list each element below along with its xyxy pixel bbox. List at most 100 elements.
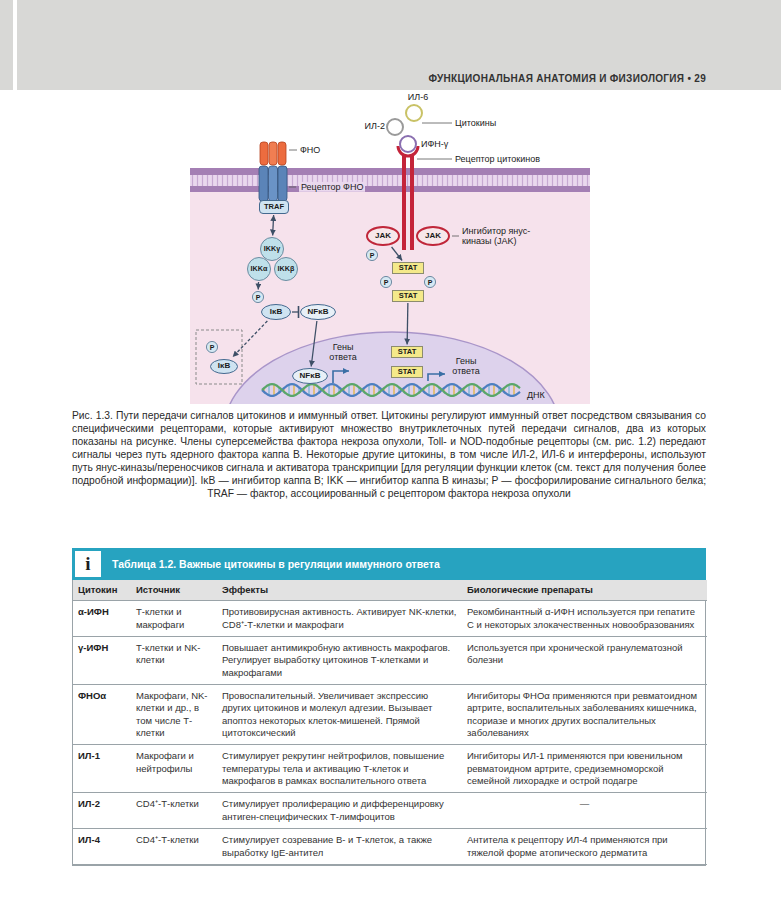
- leader-line: [289, 150, 297, 151]
- signal-arrow: [258, 282, 260, 290]
- signal-arrow: [292, 311, 299, 312]
- degradation-box: [196, 330, 242, 384]
- cytokine-label: ИФН-γ: [421, 139, 448, 149]
- table-cell: Повышает антимикробную активность макроф…: [217, 637, 462, 685]
- table-cell: Используется при хронической гранулемато…: [462, 637, 707, 685]
- node-label: STAT: [399, 292, 417, 300]
- table-cell: Макрофаги, NK-клетки и др., в том числе …: [131, 685, 217, 745]
- node-label: NFκB: [300, 372, 321, 380]
- receptor-chain: [259, 166, 268, 201]
- node-label: TRAF: [264, 203, 284, 211]
- tnf-ligand: [269, 142, 277, 165]
- tnf-ligand: [278, 142, 286, 165]
- dna-rung: [373, 384, 374, 395]
- cytokine-receptor: [398, 146, 418, 250]
- jak-ellipse: JAK: [416, 226, 450, 246]
- gene-label: Гены ответа: [449, 356, 483, 377]
- phospho-circle: P: [366, 249, 378, 261]
- node-outline-shape: [248, 258, 271, 281]
- node-outline-shape: [380, 276, 391, 287]
- dna-rung: [493, 384, 494, 395]
- node-label: P: [256, 294, 261, 301]
- receptor-chain: [402, 154, 406, 250]
- node-label: IKKβ: [278, 265, 295, 272]
- table-cell: ИЛ-4: [73, 829, 131, 865]
- node-outline-shape: [252, 291, 263, 302]
- phospho-circle: P: [206, 341, 218, 353]
- node-outline-shape: [366, 249, 377, 260]
- node-label: P: [210, 344, 215, 351]
- node-label: STAT: [398, 348, 416, 356]
- node-outline-shape: [424, 276, 435, 287]
- dna-rung: [288, 385, 289, 396]
- dna-strand: [262, 384, 520, 396]
- dna-rung: [348, 385, 349, 396]
- dna-rung: [328, 385, 329, 396]
- info-icon: i: [85, 553, 90, 575]
- node-label: IKKγ: [264, 245, 280, 252]
- dna: [262, 384, 520, 396]
- dna-rung: [313, 384, 314, 395]
- dna-rung: [468, 385, 469, 396]
- table-cell: Противовирусная активность. Активирует N…: [217, 601, 462, 637]
- leader-line: [417, 159, 452, 160]
- table-header-cell: Эффекты: [217, 580, 462, 601]
- node-label: P: [384, 279, 389, 286]
- table-cell: Ингибиторы ИЛ-1 применяются при ювенильн…: [462, 745, 707, 793]
- receptor-chain: [269, 166, 278, 201]
- dna-rung: [428, 385, 429, 396]
- phospho-circle: P: [424, 276, 436, 288]
- dna-rung: [433, 384, 434, 395]
- signal-arrow: [272, 215, 274, 236]
- gene-arrow: [333, 371, 349, 383]
- cytokine-label: ИЛ-2: [365, 121, 385, 131]
- dna-rung: [308, 385, 309, 396]
- table-cell: ИЛ-2: [73, 793, 131, 829]
- dna-rung: [448, 385, 449, 396]
- table-cell: Т-клетки и NK-клетки: [131, 637, 217, 685]
- header-gap: [13, 0, 17, 90]
- dna-strand: [262, 384, 520, 396]
- node-outline-shape: [211, 359, 238, 373]
- table-header-cell: Цитокин: [73, 580, 131, 601]
- table-cell: Стимулирует созревание В- и Т-клеток, а …: [217, 829, 462, 865]
- nfkb-ellipse: NFκB: [300, 304, 336, 320]
- stat-box: STAT: [391, 346, 423, 358]
- table-header-cell: Биологические препараты: [462, 580, 707, 601]
- dna-rung: [353, 384, 354, 395]
- part-label: Рецептор цитокинов: [455, 154, 540, 164]
- table: ЦитокинИсточникЭффектыБиологические преп…: [72, 580, 706, 866]
- table-cell: γ-ИФН: [73, 637, 131, 685]
- ikb-ellipse: IκB: [210, 359, 238, 374]
- part-label: Цитокины: [455, 118, 496, 128]
- table-cell: Провоспалительный. Увеличивает экспресси…: [217, 685, 462, 745]
- phospho-circle: P: [380, 276, 392, 288]
- info-square: [75, 551, 101, 577]
- dna-rung: [473, 384, 474, 395]
- stat-box: STAT: [392, 262, 424, 274]
- tnf-ligand: [260, 142, 268, 165]
- nfkb-ellipse: NFκB: [292, 368, 328, 384]
- cytokine-circle: [400, 136, 416, 152]
- table-cell: CD4⁺-Т-клетки: [131, 793, 217, 829]
- dna-rung: [293, 384, 294, 395]
- node-outline-shape: [262, 305, 291, 320]
- node-outline-shape: [417, 227, 449, 245]
- node-label: P: [370, 252, 375, 259]
- node-label: STAT: [398, 368, 416, 376]
- dna-rung: [508, 385, 509, 396]
- traf-box: TRAF: [259, 200, 289, 214]
- part-label: ФНО: [300, 145, 320, 155]
- table-cell: Стимулирует рекрутинг нейтрофилов, повыш…: [217, 745, 462, 793]
- node-label: IKKα: [251, 265, 268, 272]
- dna-rung: [453, 384, 454, 395]
- table-title: Таблица 1.2. Важные цитокины в регуляции…: [112, 558, 440, 570]
- membrane-outer: [190, 168, 590, 175]
- leader-line: [452, 236, 459, 237]
- leader-line: [289, 187, 296, 188]
- kinase-circle: IKKγ: [260, 237, 284, 261]
- dna-rung: [268, 385, 269, 396]
- table-cell: α-ИФН: [73, 601, 131, 637]
- node-label: P: [428, 279, 433, 286]
- dna-rung: [513, 384, 514, 395]
